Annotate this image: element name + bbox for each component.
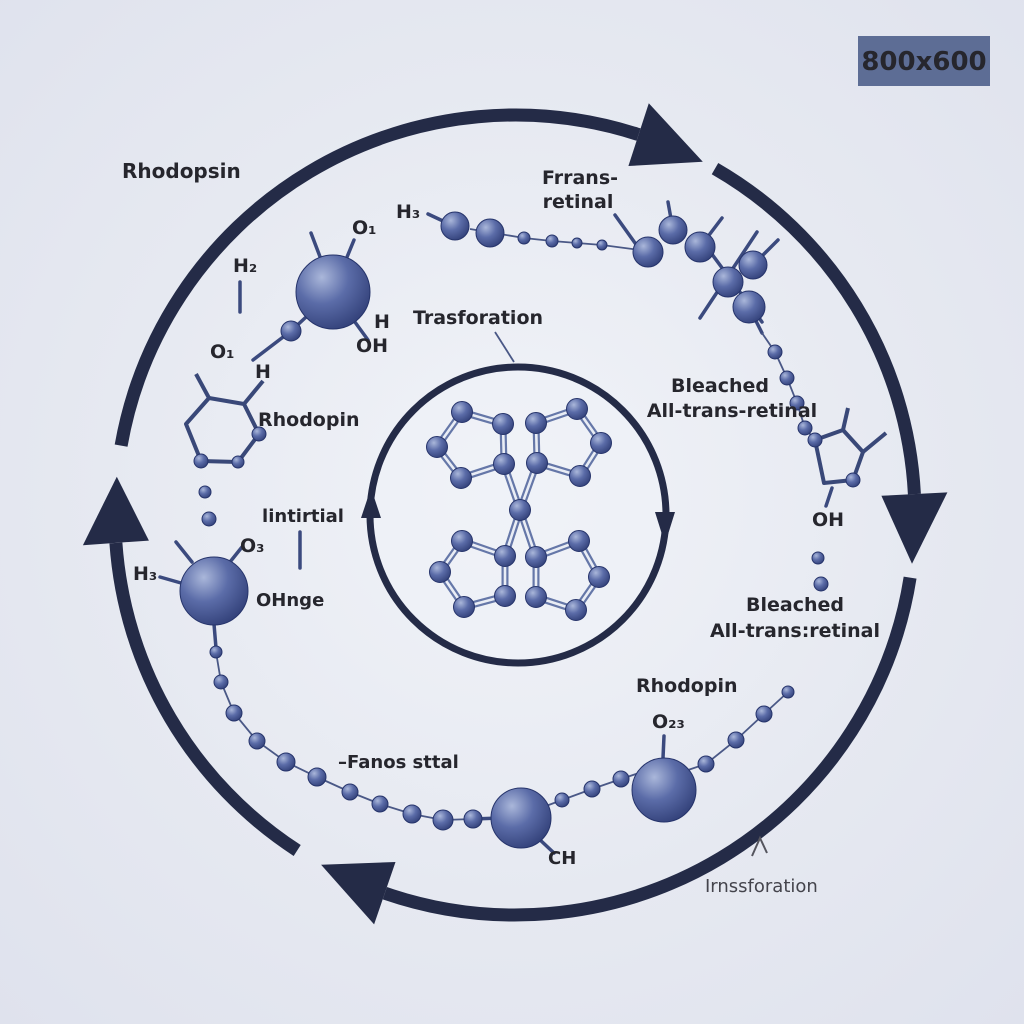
bleached-lower-label-1: Bleached (746, 594, 844, 616)
initial-label: lintirtial (262, 506, 344, 527)
arrowhead-left-icon (82, 476, 149, 546)
bottom-molecule-group: CH (463, 769, 649, 869)
arrowhead-right-icon (881, 492, 948, 564)
bleached-lower-label-2: All-trans:retinal (710, 620, 880, 642)
transformation-pointer-line (494, 331, 515, 363)
retinal-ring (813, 428, 865, 485)
rhodopsin-big-sphere (295, 254, 371, 330)
bleached-right-label-2: All-trans-retinal (647, 400, 817, 422)
rhodopsin-label: Rhodopsin (122, 159, 241, 183)
rhodopsin-molecule-group: Rhodopsin H₂ O₁ O₁ H H OH Rhodopin (122, 159, 390, 527)
rhodopsin-ring (184, 396, 261, 464)
center-arrow-right-icon (655, 512, 675, 544)
arrowhead-top-icon (628, 103, 703, 166)
bottom-right-label-group: Irnssforation (705, 835, 818, 897)
lower-right-big-sphere (631, 757, 697, 823)
arrowhead-bottom-icon (321, 862, 396, 925)
atom-h2: H₂ (233, 255, 257, 277)
rhodopin-left-label: Rhodopin (258, 409, 360, 431)
caret-icon (751, 835, 768, 857)
arc-top-right (711, 162, 921, 495)
ohnge-label: OHnge (256, 590, 324, 611)
atom-o1-top: O₁ (352, 217, 376, 239)
bottom-big-sphere (490, 787, 552, 849)
atom-h-right: H (374, 311, 390, 333)
center-molecule-nodes (426, 398, 612, 621)
ch-label: CH (548, 848, 576, 869)
fanos-label: –Fanos sttal (338, 752, 459, 773)
transformation-label: Trasforation (413, 307, 543, 329)
atom-o23: O₂₃ (652, 711, 685, 733)
atom-o3: O₃ (240, 535, 264, 557)
lower-right-molecule-group: Rhodopin O₂₃ Bleached All-trans:retinal (631, 551, 880, 823)
trans-retinal-chain-group: H₃ Frrans- retinal (396, 167, 641, 251)
initial-molecule-group: lintirtial H₃ O₃ OHnge –Fanos sttal (133, 506, 474, 831)
center-molecule (426, 398, 612, 621)
bleached-right-label-1: Bleached (671, 375, 769, 397)
size-badge-text: 800x600 (861, 47, 986, 77)
trans-retinal-label-1: Frrans- (542, 167, 618, 189)
arc-bottom-left (109, 542, 301, 856)
center-transformation-circle: Trasforation (361, 307, 675, 667)
atom-oh-topleft: OH (356, 335, 388, 357)
atom-o1-left: O₁ (210, 341, 234, 363)
outer-cycle-arrows (82, 103, 948, 925)
size-badge-background (858, 36, 990, 86)
center-arrow-left-icon (361, 488, 381, 518)
initial-big-sphere (179, 556, 249, 626)
transformation-bottom-label: Irnssforation (705, 876, 818, 897)
arc-bottom-right (382, 576, 917, 922)
atom-h3-top: H₃ (396, 201, 420, 223)
rhodopin-lower-label: Rhodopin (636, 675, 738, 697)
atom-oh-right: OH (812, 509, 844, 531)
bleached-retinal-group: OH Bleached All-trans-retinal (613, 200, 888, 531)
atom-h3-left: H₃ (133, 563, 157, 585)
atom-h-left: H (255, 361, 271, 383)
arc-top-left (114, 108, 641, 447)
size-badge: 800x600 (858, 36, 990, 86)
trans-retinal-label-2: retinal (543, 191, 614, 213)
